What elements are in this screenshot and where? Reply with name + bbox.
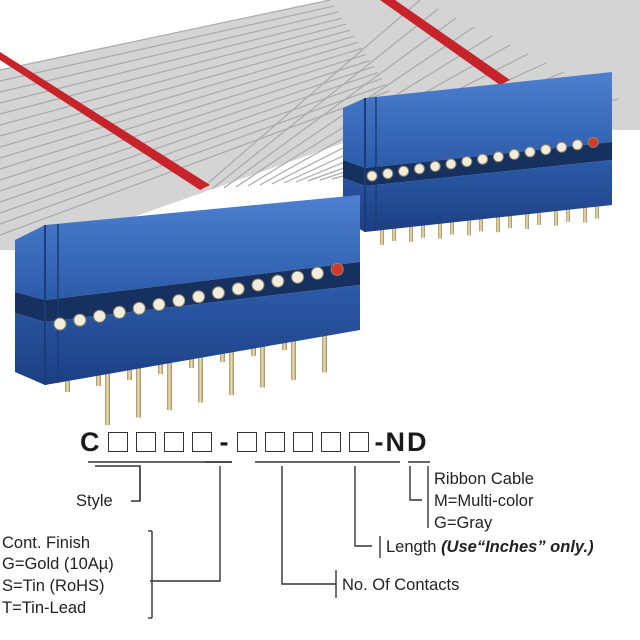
ribbon-wire (199, 0, 421, 191)
label-cont-finish: Cont. Finish (2, 534, 91, 552)
contact-hole (73, 313, 87, 327)
contact-hole (152, 298, 166, 311)
ribbon-wire (211, 8, 439, 190)
contact-hole (477, 153, 489, 165)
contact-hole (112, 305, 126, 319)
contact-hole (382, 168, 394, 180)
code-box (135, 432, 156, 452)
code-box (236, 432, 257, 452)
contact-hole (556, 141, 568, 153)
connector-left-bottom (15, 285, 360, 385)
label-length-note: (Use“Inches” only.) (441, 538, 594, 556)
label-finish-tin-lead: T=Tin-Lead (2, 599, 87, 617)
contact-hole (251, 278, 265, 292)
ribbon-wire (0, 78, 383, 214)
ribbon-wire (0, 65, 375, 192)
ribbon-wire (223, 17, 457, 189)
connector-right-contacts (366, 136, 599, 182)
red-stripe-left (0, 52, 210, 190)
contact-hole (571, 139, 583, 151)
connector-left-contacts (53, 262, 344, 331)
connector-left-top (15, 195, 360, 300)
pin (291, 334, 296, 380)
code-dash: - (219, 426, 229, 457)
ribbon-wire (0, 41, 359, 148)
contact-hole (291, 270, 305, 284)
contact-hole (445, 158, 457, 170)
bracket-cable (409, 466, 422, 501)
label-finish-tin: S=Tin (RoHS) (2, 577, 105, 595)
label-finish-gold: G=Gold (10Aµ) (2, 555, 114, 573)
red-stripe-right (380, 0, 510, 85)
contact-hole (508, 148, 520, 160)
contact-hole (330, 262, 344, 276)
code-box (348, 432, 369, 452)
contact-hole (310, 266, 324, 280)
bracket-length (354, 466, 372, 547)
contact-hole (366, 170, 378, 182)
contact-hole (132, 301, 146, 315)
contact-hole (398, 165, 410, 177)
contact-hole (461, 156, 473, 168)
ribbon-wire (0, 23, 347, 115)
pin (260, 340, 265, 388)
pin (167, 358, 172, 410)
label-no-of-contacts: No. Of Contacts (342, 576, 460, 594)
code-box (107, 432, 128, 452)
connector-right-bottom (343, 160, 612, 232)
contact-hole (587, 136, 599, 148)
ribbon-wire (0, 53, 367, 170)
part-prefix: C (80, 426, 100, 457)
pin (322, 328, 327, 373)
connector-right-top (343, 72, 612, 168)
contact-hole (53, 317, 67, 331)
bracket-contacts (281, 466, 336, 585)
connector-left (15, 195, 360, 425)
contact-hole (429, 160, 441, 172)
contact-hole (93, 309, 107, 323)
label-length: Length (Use“Inches” only.) (386, 537, 594, 557)
label-ribbon-cable: Ribbon Cable (434, 470, 534, 488)
label-gray: G=Gray (434, 514, 493, 532)
part-number-code: C - -ND (80, 425, 429, 459)
pin (229, 346, 234, 395)
connector-right (343, 72, 612, 245)
contact-hole (172, 294, 186, 308)
ribbon-wire (0, 11, 339, 93)
ribbon-wire (0, 5, 335, 82)
ribbon-wire (0, 59, 371, 181)
pin (198, 352, 203, 403)
ribbon-wire (0, 84, 387, 225)
contact-hole (540, 144, 552, 156)
label-length-text: Length (386, 538, 437, 556)
label-multi-color: M=Multi-color (434, 492, 534, 510)
part-suffix: -ND (374, 426, 429, 457)
contact-hole (192, 290, 206, 304)
pin (105, 370, 110, 425)
code-box (163, 432, 184, 452)
ribbon-wire (0, 35, 355, 137)
contact-hole (492, 151, 504, 163)
bracket-finish (150, 466, 221, 582)
callout-lines (88, 461, 430, 619)
code-box (191, 432, 212, 452)
ribbon-wire (0, 47, 363, 159)
contact-hole (271, 274, 285, 288)
code-box (292, 432, 313, 452)
ribbon-wire (0, 0, 331, 71)
code-box (264, 432, 285, 452)
contact-hole (231, 282, 245, 296)
contact-hole (211, 286, 225, 300)
label-style: Style (76, 492, 113, 510)
ribbon-wire (0, 29, 351, 126)
contact-hole (413, 163, 425, 175)
code-box (320, 432, 341, 452)
contact-hole (524, 146, 536, 158)
ribbon-wire (0, 72, 379, 203)
ribbon-wire (0, 90, 391, 236)
pin (136, 364, 141, 418)
